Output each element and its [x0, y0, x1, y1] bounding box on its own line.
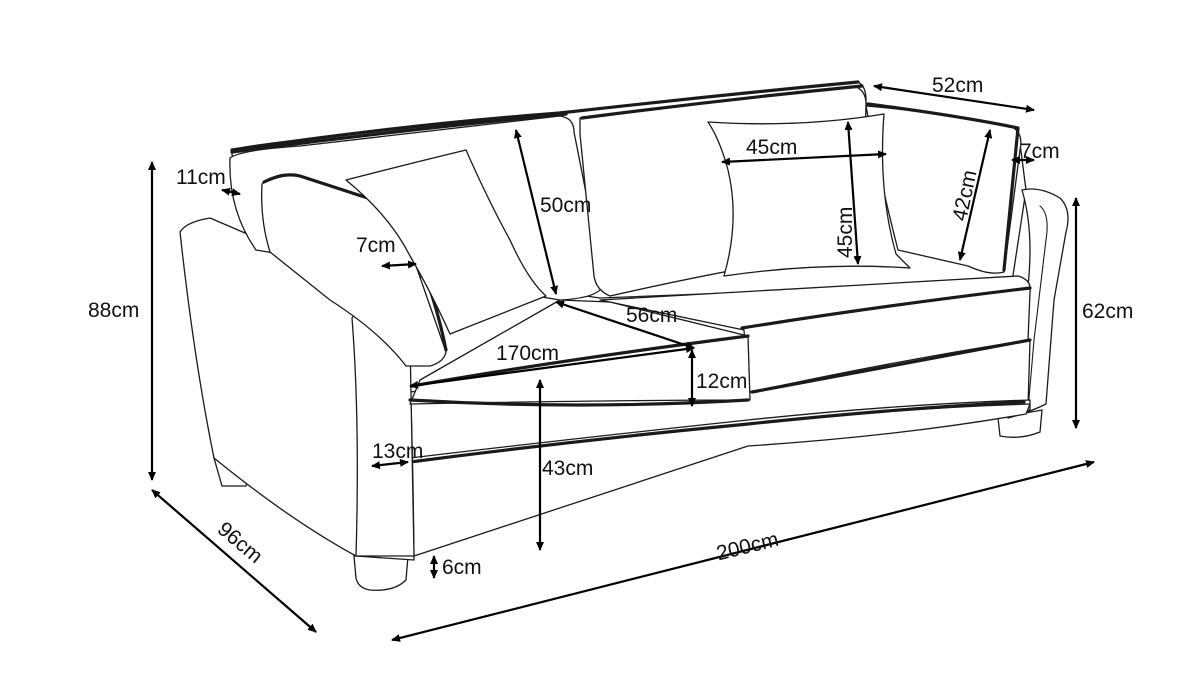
dim-line-side-left	[381, 260, 417, 270]
label-side-left: 7cm	[356, 234, 396, 257]
dim-line-back-depth	[873, 83, 1035, 113]
label-total-height: 88cm	[88, 299, 139, 322]
label-seat-height: 43cm	[542, 457, 593, 480]
label-pillow-height: 45cm	[834, 207, 857, 258]
right-arm-edge	[1027, 205, 1048, 411]
label-back-top: 11cm	[176, 166, 226, 189]
label-arm-height: 62cm	[1082, 300, 1133, 323]
sofa-illustration	[179, 80, 1069, 591]
label-pillow-width: 45cm	[746, 136, 797, 159]
back-cushion-right-piping	[580, 84, 864, 120]
dim-line-side-height	[957, 129, 993, 261]
label-width: 200cm	[714, 528, 781, 566]
label-side-right: 7cm	[1020, 140, 1060, 163]
back-cushion-left-piping	[230, 112, 568, 154]
pillow-left	[345, 149, 547, 335]
seat-cushion-right-bottom-piping	[750, 338, 1032, 394]
leg-front-right	[353, 555, 409, 591]
dim-line-depth	[151, 489, 317, 633]
label-seat-cushion: 12cm	[696, 370, 747, 393]
label-leg-height: 6cm	[442, 556, 482, 579]
dim-line-arm-width	[371, 458, 409, 470]
label-depth: 96cm	[213, 517, 267, 568]
base-piping	[408, 400, 1026, 464]
dimension-lines	[148, 83, 1095, 642]
dim-line-seat-width	[409, 345, 695, 389]
seat-cushion-left-bottom-piping	[408, 398, 750, 407]
dim-line-seat-depth	[555, 300, 695, 350]
label-arm-width: 13cm	[372, 440, 423, 463]
pillow-right	[707, 113, 911, 277]
dim-line-back-top	[221, 187, 241, 197]
label-back-height: 50cm	[540, 194, 591, 217]
dim-line-back-height	[514, 129, 558, 295]
label-seat-depth: 56cm	[626, 304, 677, 327]
dim-line-pillow-height	[844, 121, 862, 265]
label-seat-width: 170cm	[496, 342, 559, 365]
label-back-depth: 52cm	[932, 74, 983, 97]
dim-line-width	[391, 460, 1095, 642]
seat-cushion-right-piping	[740, 286, 1032, 330]
